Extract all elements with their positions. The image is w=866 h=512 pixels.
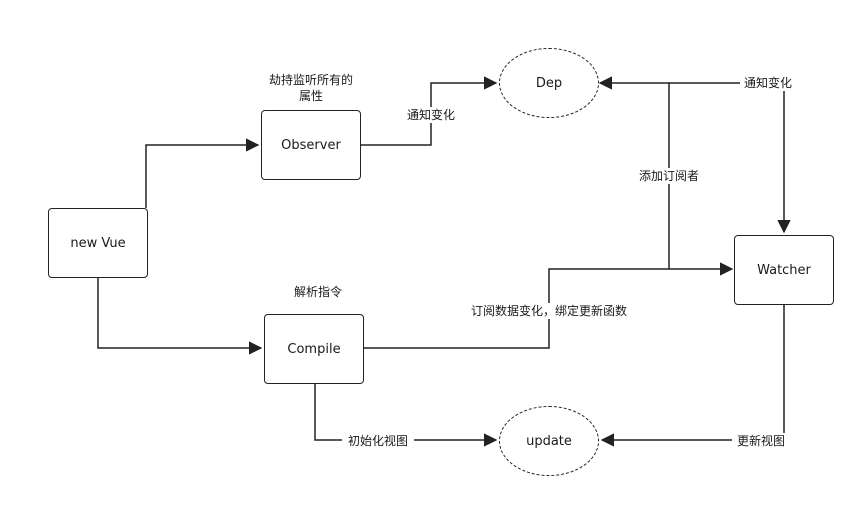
node-update: update	[499, 406, 599, 476]
label-notify-change-right: 通知变化	[740, 75, 796, 91]
label-compile-caption: 解析指令	[293, 285, 342, 299]
node-watcher: Watcher	[734, 235, 834, 305]
edge-newvue-compile	[97, 278, 263, 355]
edge-newvue-observer	[145, 138, 260, 208]
label-add-subscriber: 添加订阅者	[633, 168, 705, 184]
node-compile: Compile	[264, 314, 364, 384]
label-observer-caption: 劫持监听所有的 属性	[268, 73, 353, 103]
label-update-view: 更新视图	[732, 433, 790, 449]
node-dep: Dep	[499, 48, 599, 118]
node-observer: Observer	[261, 110, 361, 180]
edge-compile-update	[314, 384, 498, 447]
node-new-vue: new Vue	[48, 208, 148, 278]
edge-watcher-update	[600, 305, 785, 447]
label-notify-change-left: 通知变化	[402, 107, 460, 123]
edge-dep-watcher	[669, 82, 791, 234]
label-subscribe-bind: 订阅数据变化，绑定更新函数	[462, 303, 636, 319]
label-init-view: 初始化视图	[342, 433, 414, 449]
